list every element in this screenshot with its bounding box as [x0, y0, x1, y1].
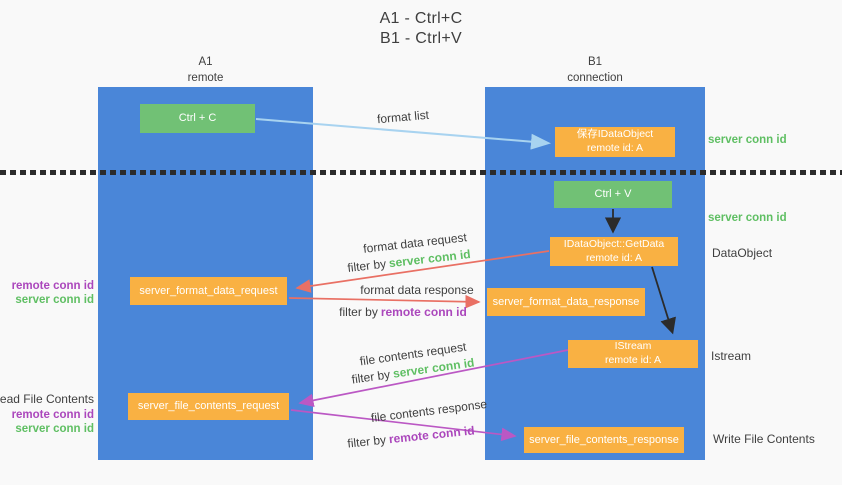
server-conn-id-text: server conn id — [15, 423, 94, 435]
annotation-right-server-conn-id-2: server conn id — [708, 212, 787, 224]
lane-b-header: B1 connection — [485, 55, 705, 86]
filter-by-text: filter by — [339, 305, 378, 319]
node-server-format-data-request: server_format_data_request — [130, 277, 287, 305]
filter-by-text: filter by — [346, 256, 387, 275]
format-data-response-text: format data response — [360, 283, 474, 297]
lane-b-subtitle: connection — [567, 71, 623, 84]
title-line-1: A1 - Ctrl+C — [379, 10, 463, 27]
filter-by-text: filter by — [346, 432, 387, 451]
node-istream-line1: IStream — [614, 340, 652, 353]
server-conn-id-text: server conn id — [15, 294, 94, 306]
node-getdata-line1: IDataObject::GetData — [563, 237, 665, 250]
node-save-dataobject: 保存IDataObject remote id: A — [555, 127, 675, 157]
node-server-format-data-response: server_format_data_response — [487, 288, 645, 316]
format-list-text: format list — [376, 107, 430, 127]
write-file-contents-text: Write File Contents — [713, 432, 815, 446]
title-line-2: B1 - Ctrl+V — [380, 30, 462, 48]
node-istream-line2: remote id: A — [604, 354, 662, 366]
node-ctrl-v: Ctrl + V — [554, 181, 672, 208]
annotation-right-server-conn-id-1: server conn id — [708, 134, 787, 146]
node-getdata-line2: remote id: A — [585, 251, 643, 264]
node-ctrl-c-label: Ctrl + C — [178, 112, 217, 125]
node-save-dataobject-line1: 保存IDataObject — [576, 128, 654, 141]
node-getdata: IDataObject::GetData remote id: A — [550, 237, 678, 266]
node-save-dataobject-line2: remote id: A — [586, 142, 644, 154]
dataobject-text: DataObject — [712, 246, 773, 260]
node-server-file-contents-response-label: server_file_contents_response — [529, 433, 679, 446]
lane-a-name: A1 — [198, 56, 213, 68]
lane-b-name: B1 — [587, 56, 603, 68]
node-server-file-contents-request: server_file_contents_request — [128, 393, 289, 420]
node-server-file-contents-response: server_file_contents_response — [524, 427, 684, 453]
node-server-format-data-response-label: server_format_data_response — [492, 295, 640, 308]
node-server-file-contents-request-label: server_file_contents_request — [137, 400, 280, 413]
node-ctrl-c: Ctrl + C — [140, 104, 255, 133]
diagram-title: A1 - Ctrl+C B1 - Ctrl+V — [0, 9, 842, 50]
istream-text: Istream — [711, 349, 752, 363]
server-conn-id-text: server conn id — [708, 212, 787, 224]
machine-boundary-dotted-line — [0, 170, 842, 175]
annotation-dataobject: DataObject — [712, 246, 772, 260]
annotation-read-file-contents: Read File Contents — [0, 392, 94, 406]
edge-label-format-data-response: format data response — [360, 283, 473, 297]
read-file-contents-text: Read File Contents — [0, 392, 94, 406]
annotation-left-server-conn-id-1: server conn id — [15, 294, 94, 306]
annotation-left-remote-conn-id-2: remote conn id — [12, 409, 94, 421]
lane-a-subtitle: remote — [187, 71, 224, 84]
node-server-format-data-request-label: server_format_data_request — [139, 284, 278, 297]
lane-a-header: A1 remote — [98, 55, 313, 86]
remote-conn-id-text: remote conn id — [11, 280, 94, 292]
remote-conn-id-key: remote conn id — [388, 423, 476, 447]
annotation-left-server-conn-id-2: server conn id — [15, 423, 94, 435]
filter-by-text: filter by — [350, 367, 392, 387]
server-conn-id-text: server conn id — [708, 134, 787, 146]
file-contents-response-text: file contents response — [370, 396, 488, 426]
remote-conn-id-text: remote conn id — [11, 409, 94, 421]
arrow-format-data-response — [288, 294, 481, 309]
node-istream: IStream remote id: A — [568, 340, 698, 368]
edge-label-file-contents-response: file contents response — [370, 397, 488, 425]
remote-conn-id-key: remote conn id — [380, 305, 467, 319]
annotation-istream: Istream — [711, 349, 751, 363]
annotation-write-file-contents: Write File Contents — [713, 432, 815, 446]
edge-label-format-list: format list — [376, 108, 429, 126]
annotation-left-remote-conn-id-1: remote conn id — [12, 280, 94, 292]
node-ctrl-v-label: Ctrl + V — [594, 188, 632, 201]
